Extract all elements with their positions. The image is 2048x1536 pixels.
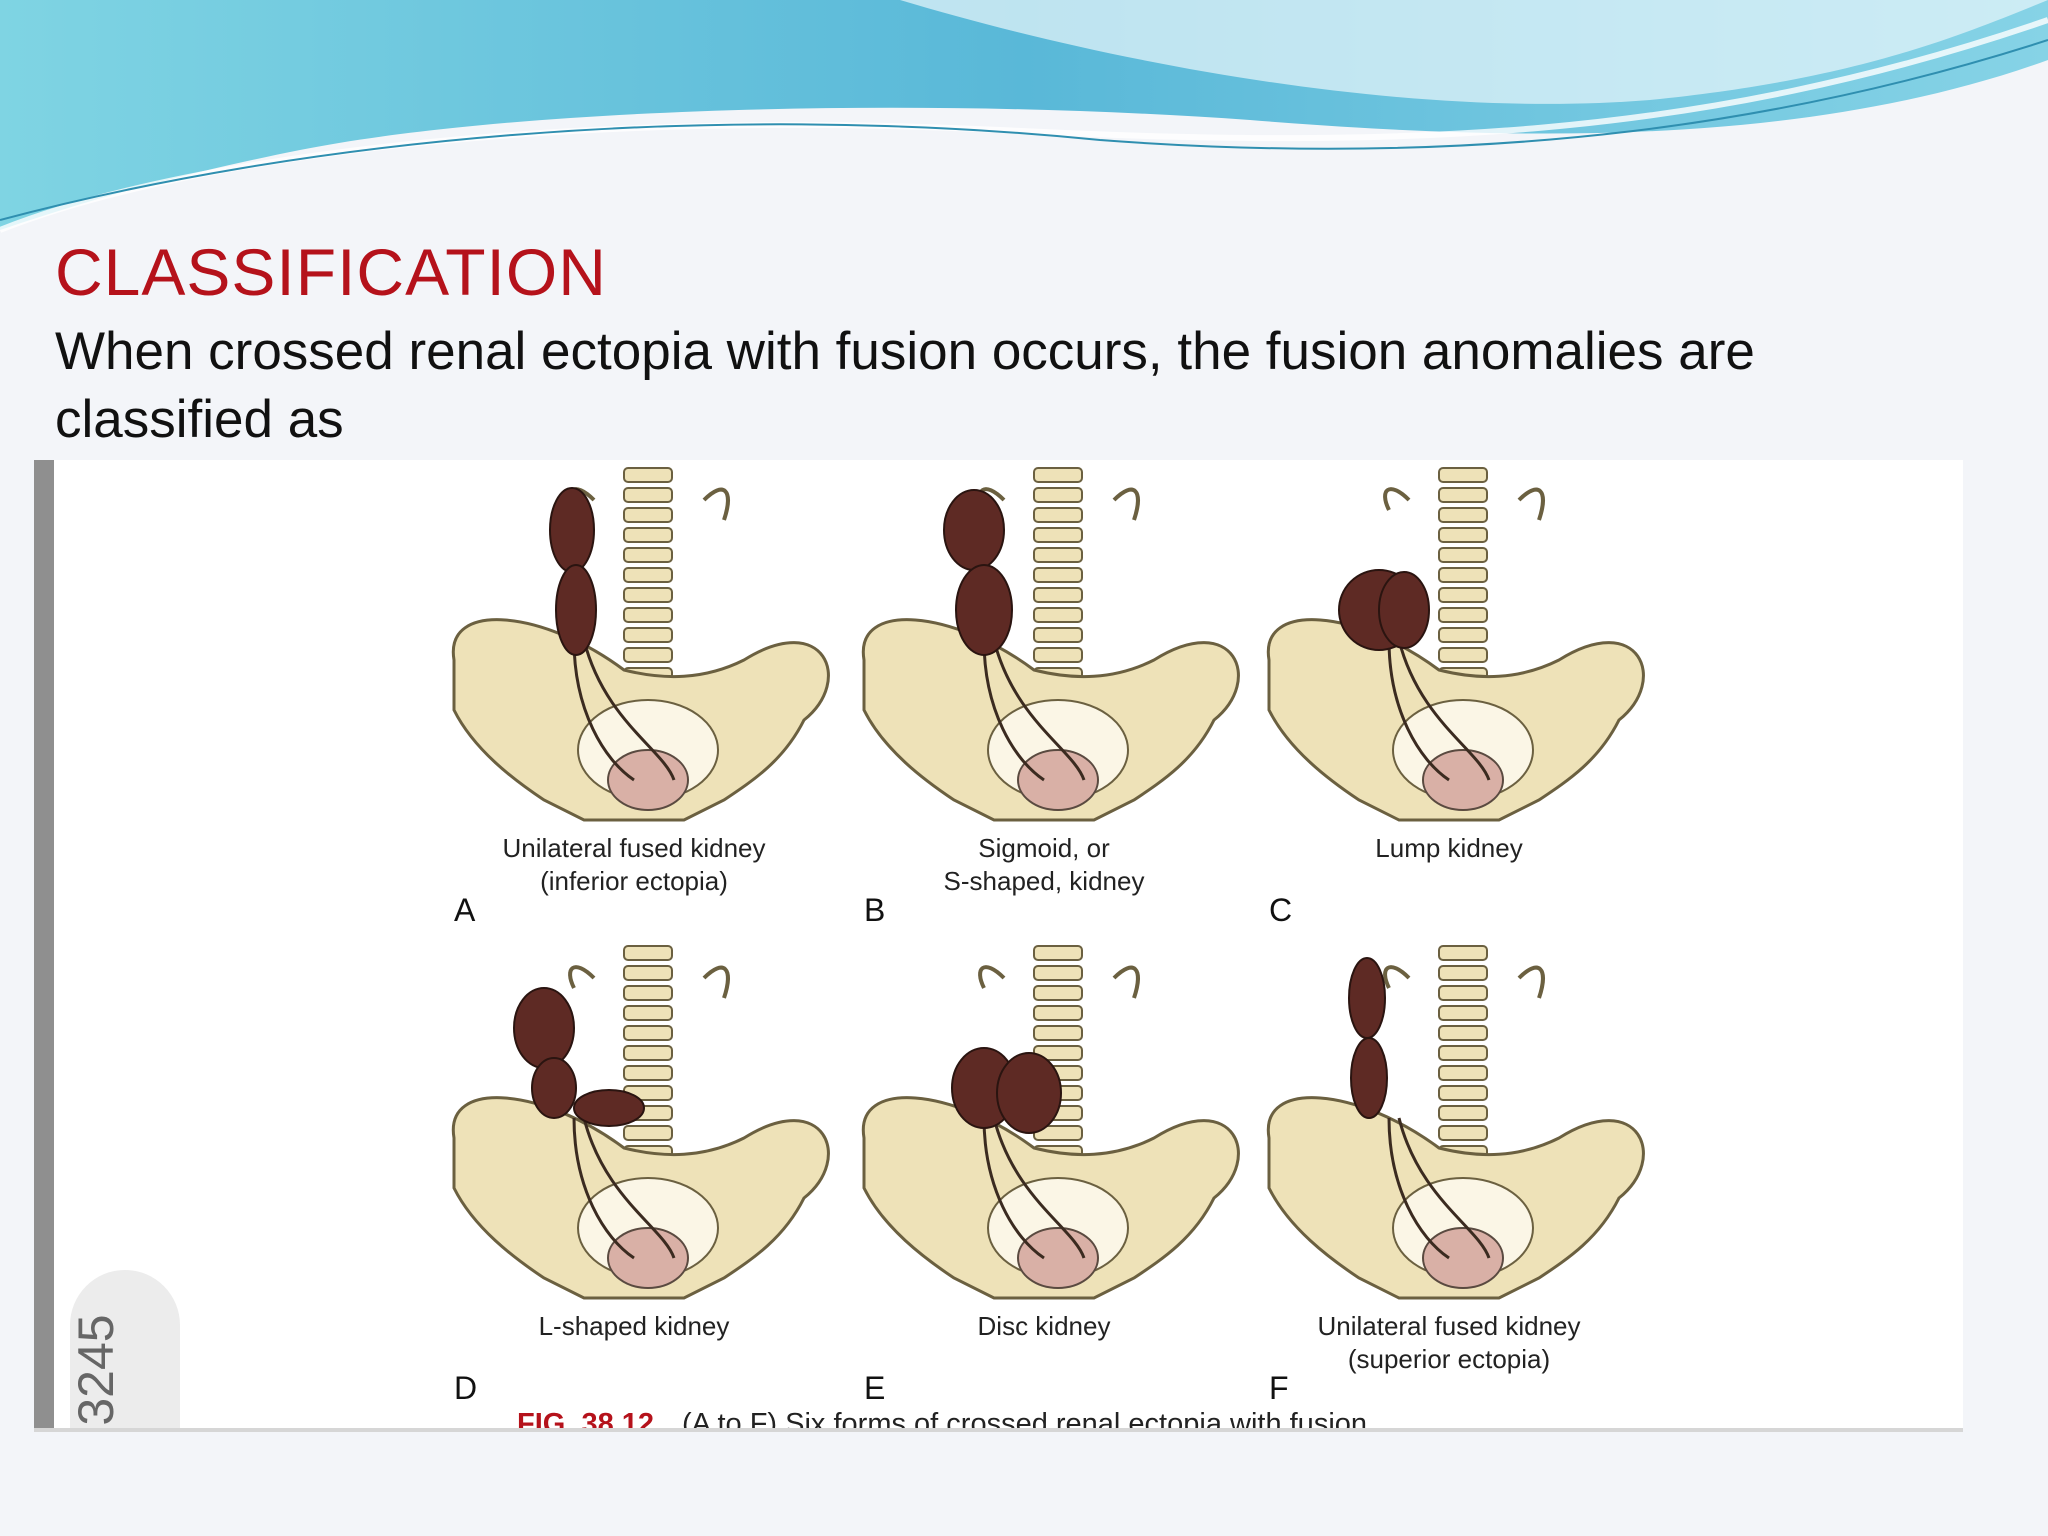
panel-letter-c: C [1269,892,1293,928]
pelvis-spine-illustration [451,945,830,1300]
header-wave-decoration [0,0,2048,233]
pelvis-spine-illustration [1266,467,1645,822]
pelvis-spine-illustration [1266,945,1645,1300]
panel-letter-b: B [864,892,886,928]
kidney-panel-a: Unilateral fused kidney (inferior ectopi… [424,460,844,940]
panel-caption-a: Unilateral fused kidney (inferior ectopi… [502,833,766,896]
pelvis-spine-illustration [861,467,1240,822]
panel-letter-a: A [454,892,476,928]
figure-scrollbar-edge [34,460,54,1432]
panel-letter-d: D [454,1370,478,1406]
panel-caption-d: L-shaped kidney [538,1311,730,1341]
page-number: 3245 [68,1314,124,1426]
slide-body-text: When crossed renal ectopia with fusion o… [55,322,1755,449]
slide-title: CLASSIFICATION [55,235,607,309]
panel-caption-c: Lump kidney [1375,833,1523,863]
figure-image: 3245 Unilateral fused kidney (inferior e… [34,460,1963,1432]
pelvis-spine-illustration [861,945,1240,1300]
page-badge [70,1270,180,1432]
kidney-panel-f: Unilateral fused kidney (superior ectopi… [1239,938,1659,1418]
panel-caption-b: Sigmoid, or S-shaped, kidney [943,833,1145,896]
figure-bottom-edge [34,1428,1963,1432]
panel-caption-e: Disc kidney [977,1311,1111,1341]
panel-caption-f: Unilateral fused kidney (superior ectopi… [1317,1311,1581,1374]
pelvis-spine-illustration [451,467,830,822]
panel-letter-f: F [1269,1370,1289,1406]
panel-letter-e: E [864,1370,886,1406]
